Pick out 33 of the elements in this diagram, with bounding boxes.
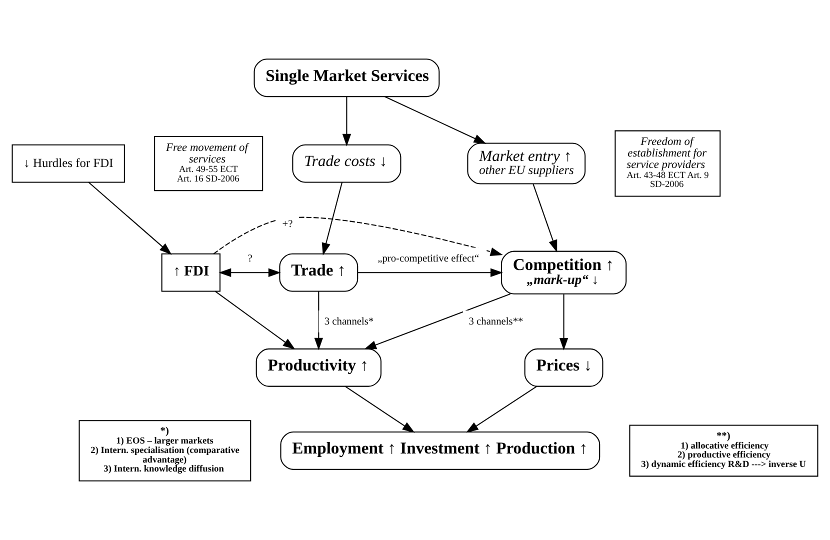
edge-label: „pro-competitive effect“: [378, 254, 480, 265]
node-box: Trade costs ↓: [292, 144, 402, 183]
arrow: [559, 294, 568, 350]
node-box: Prices ↓: [524, 348, 604, 387]
arrow: [322, 182, 343, 256]
node-box: *) 1) EOS – larger markets 2) Intern. specialisation (comparative advantage) 3) Intern. knowledge diffusion: [78, 420, 252, 482]
node-box: Employment ↑ Investment ↑ Production ↑: [280, 432, 600, 470]
node-box: Competition ↑ „mark-up“ ↓: [500, 250, 627, 294]
arrow: [364, 293, 510, 350]
node-box: Productivity ↑: [256, 348, 382, 387]
arrow: [214, 290, 296, 350]
node-box: ↓ Hurdles for FDI: [12, 144, 125, 183]
node-box: Free movement of services Art. 49-55 ECT Art. 16 SD-2006: [154, 136, 264, 192]
arrow: [532, 184, 558, 252]
arrow: [342, 96, 352, 146]
node-box: Market entry ↑ other EU suppliers: [467, 142, 586, 184]
edge-label: ?: [248, 254, 252, 265]
arrow: [88, 182, 172, 255]
edge-label: 3 channels*: [324, 316, 374, 328]
node-box: Freedom of establishment for service providers Art. 43-48 ECT Art. 9 SD-2006: [614, 130, 721, 197]
edge-label: 3 channels**: [468, 316, 524, 328]
arrow: [314, 292, 324, 350]
node-box: Single Market Services: [254, 58, 440, 98]
arrow: [213, 216, 503, 256]
arrow: [218, 268, 281, 277]
arrow: [358, 268, 503, 277]
arrow: [384, 96, 486, 144]
arrow: [345, 386, 415, 433]
arrow: [466, 386, 537, 433]
node-box: ↑ FDI: [161, 253, 221, 292]
edge-label: +?: [282, 218, 293, 230]
node-box: **) 1) allocative efficiency 2) productive efficiency 3) dynamic efficiency R&D ---> inverse U: [629, 424, 818, 477]
node-box: Trade ↑: [279, 253, 358, 292]
